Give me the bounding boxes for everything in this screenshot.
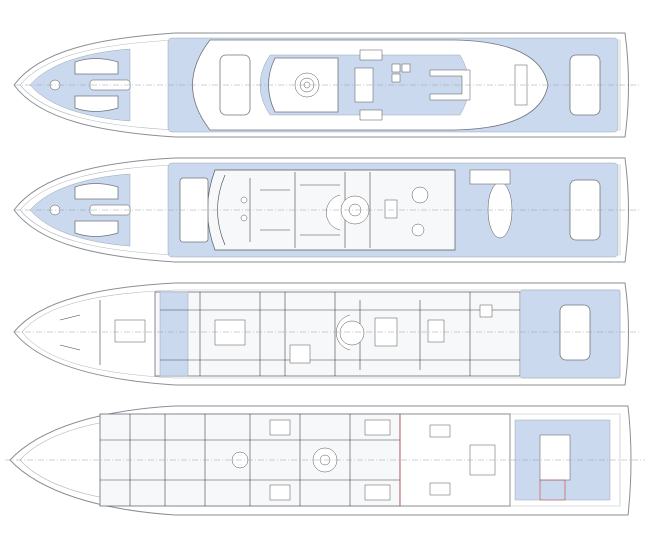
- lower-deck-plan: [5, 405, 645, 516]
- sun-deck-plan: [13, 32, 640, 138]
- bridge-deck-plan: [13, 157, 640, 263]
- main-deck-plan: [13, 282, 640, 386]
